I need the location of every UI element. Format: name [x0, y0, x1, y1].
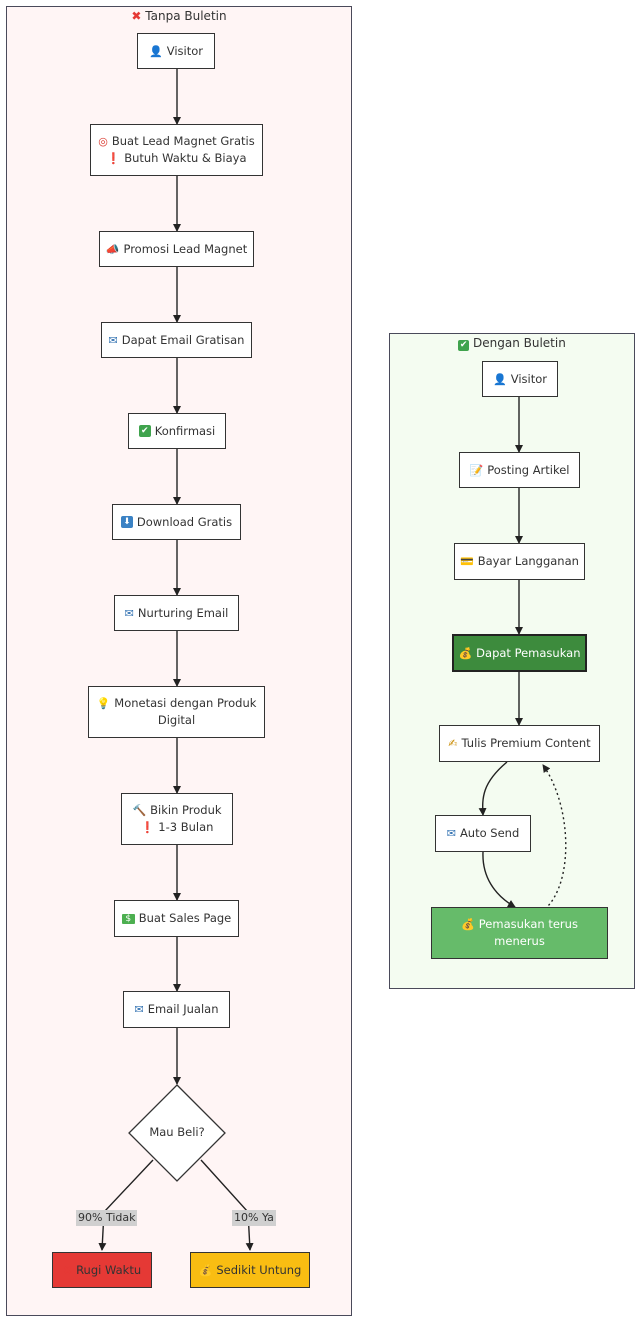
edge: [482, 851, 516, 908]
node-email-jualan: ✉ Email Jualan: [123, 991, 230, 1028]
node-lead-magnet: ◎Buat Lead Magnet Gratis ❗Butuh Waktu & …: [90, 124, 263, 176]
node-label: Posting Artikel: [487, 462, 570, 477]
moneybag-icon: 💰: [461, 918, 475, 931]
exclamation-icon: ❗: [106, 152, 121, 165]
node-label: Nurturing Email: [137, 605, 229, 620]
card-icon: 💳: [460, 555, 474, 568]
node-label: Dapat Email Gratisan: [121, 332, 245, 347]
exclamation-icon: ❗: [140, 821, 155, 834]
node-line: 💰Pemasukan terus: [461, 917, 578, 931]
node-nurturing: ✉ Nurturing Email: [114, 595, 239, 631]
node-label: Tulis Premium Content: [461, 736, 591, 750]
node-label: Visitor: [510, 371, 547, 386]
edge-label-yes: 10% Ya: [232, 1210, 276, 1226]
node-label: Rugi Waktu: [76, 1262, 142, 1277]
node-visitor: 👤 Visitor: [137, 33, 215, 69]
moneybag-icon: 💰: [458, 646, 473, 660]
node-label: Bayar Langganan: [477, 554, 579, 568]
node-line: ❗1-3 Bulan: [140, 820, 214, 834]
cross-icon: ✖: [62, 1263, 73, 1277]
edge-label-no: 90% Tidak: [76, 1210, 138, 1226]
megaphone-icon: 📣: [105, 242, 120, 256]
node-decision: Mau Beli?: [128, 1084, 226, 1182]
money-icon: $: [121, 913, 135, 924]
node-label: Sedikit Untung: [216, 1262, 302, 1277]
node-label: Konfirmasi: [154, 423, 216, 438]
writing-hand-icon: ✍: [448, 737, 458, 750]
person-icon: 👤: [149, 44, 163, 58]
email-icon: ✉: [108, 333, 118, 347]
node-label: Visitor: [166, 43, 203, 58]
node-dapat-email: ✉ Dapat Email Gratisan: [101, 322, 252, 358]
target-icon: ◎: [98, 135, 108, 148]
edge-loop: [542, 764, 567, 910]
node-line: ❗Butuh Waktu & Biaya: [106, 151, 247, 165]
node-bikin-produk: 🔨Bikin Produk ❗1-3 Bulan: [121, 793, 233, 845]
cluster-title-text: Dengan Buletin: [473, 336, 566, 350]
node-auto-send: ✉ Auto Send: [435, 815, 531, 852]
email-icon: ✉: [134, 1003, 144, 1016]
node-visitor-right: 👤 Visitor: [482, 361, 558, 397]
node-posting-artikel: 📝 Posting Artikel: [459, 452, 580, 488]
decision-label: Mau Beli?: [149, 1125, 205, 1139]
download-icon: ⬇: [120, 516, 133, 528]
diamond-shape: [128, 1084, 226, 1182]
node-label: Auto Send: [459, 826, 520, 840]
node-konfirmasi: ✔ Konfirmasi: [128, 413, 226, 449]
node-line: 💡Monetasi dengan Produk: [96, 696, 257, 710]
node-label: Promosi Lead Magnet: [123, 241, 248, 256]
node-label: Email Jualan: [147, 1002, 219, 1016]
check-icon: ✔: [458, 340, 470, 351]
node-line: menerus: [494, 934, 545, 948]
email-icon: ✉: [446, 827, 456, 840]
node-bayar-langganan: 💳 Bayar Langganan: [454, 543, 585, 580]
node-label: Dapat Pemasukan: [476, 645, 581, 660]
node-download: ⬇ Download Gratis: [112, 504, 241, 540]
memo-icon: 📝: [469, 463, 484, 477]
cluster-title-text: Tanpa Buletin: [145, 9, 227, 23]
node-line: ◎Buat Lead Magnet Gratis: [98, 134, 255, 148]
node-sedikit-untung: 💰 Sedikit Untung: [190, 1252, 310, 1288]
node-rugi-waktu: ✖ Rugi Waktu: [52, 1252, 152, 1288]
check-icon: ✔: [138, 425, 151, 437]
node-line: 🔨Bikin Produk: [132, 803, 222, 817]
lightbulb-icon: 💡: [96, 697, 111, 710]
person-icon: 👤: [493, 372, 507, 386]
node-label: Buat Sales Page: [138, 911, 232, 925]
node-dapat-pemasukan: 💰 Dapat Pemasukan: [452, 634, 587, 672]
hammer-icon: 🔨: [132, 804, 147, 817]
cluster-title: ✖ Tanpa Buletin: [7, 9, 351, 23]
envelope-icon: ✉: [124, 606, 134, 620]
node-monetasi: 💡Monetasi dengan Produk Digital: [88, 686, 265, 738]
edge: [478, 761, 508, 816]
node-tulis-premium: ✍ Tulis Premium Content: [439, 725, 600, 762]
node-promosi: 📣 Promosi Lead Magnet: [99, 231, 254, 267]
node-sales-page: $ Buat Sales Page: [114, 900, 239, 937]
coin-icon: 💰: [198, 1263, 213, 1277]
node-label: Download Gratis: [136, 514, 233, 529]
node-line: Digital: [157, 713, 196, 727]
cluster-title: ✔ Dengan Buletin: [390, 336, 634, 351]
node-pemasukan-terus: 💰Pemasukan terus menerus: [431, 907, 608, 959]
cross-icon: ✖: [131, 9, 142, 23]
